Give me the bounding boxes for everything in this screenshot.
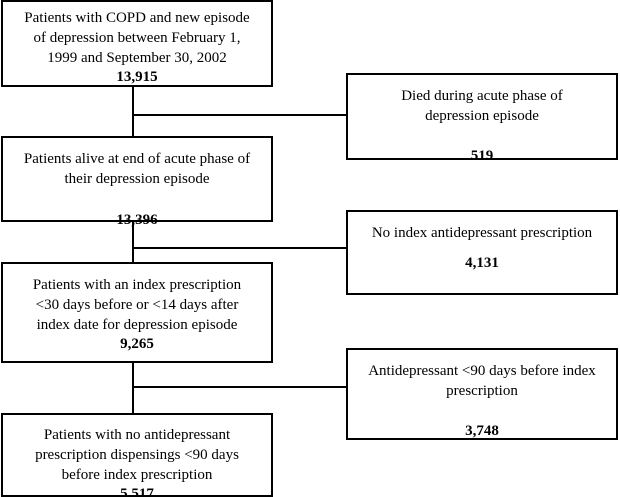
flow-node-antidepressant-before-index: Antidepressant <90 days before index pre… — [346, 348, 618, 440]
flow-node-line: Patients alive at end of acute phase of — [23, 151, 251, 167]
flow-node-line: Died during acute phase of — [401, 88, 563, 104]
flow-node-alive-after-acute: Patients alive at end of acute phase of … — [1, 136, 273, 228]
flow-node-text: Patients alive at end of acute phase of … — [3, 150, 271, 230]
flow-node-line: their depression episode — [64, 170, 210, 187]
flow-node-line: prescription — [446, 382, 518, 399]
flow-node-line: Patients with no antidepressant — [43, 427, 231, 443]
flow-node-line: 1999 and September 30, 2002 — [47, 49, 227, 66]
flow-node-count: 3,748 — [465, 422, 499, 439]
flow-node-count: 519 — [470, 147, 494, 164]
flow-node-text: Patients with COPD and new episode of de… — [3, 9, 271, 88]
flow-node-died-acute-phase: Died during acute phase of depression ep… — [346, 73, 618, 164]
flow-node-text: No index antidepressant prescription 4,1… — [348, 224, 616, 274]
connector-branch-to-antidepressant-before-index — [132, 386, 347, 388]
flow-node-line: Antidepressant <90 days before index — [368, 363, 596, 379]
flow-node-line: Patients with COPD and new episode — [24, 10, 250, 26]
connector-branch-to-died-acute-phase — [132, 114, 347, 116]
flow-node-line: of depression between February 1, — [33, 29, 241, 46]
flow-node-count: 5,517 — [120, 486, 154, 497]
flow-node-count: 13,915 — [116, 69, 158, 86]
flow-node-count: 13,396 — [116, 211, 158, 228]
flow-node-line: <30 days before or <14 days after — [35, 296, 239, 313]
flow-node-count: 4,131 — [465, 254, 499, 271]
flow-node-text: Died during acute phase of depression ep… — [348, 87, 616, 166]
flow-node-text: Antidepressant <90 days before index pre… — [348, 362, 616, 441]
connector-vertical-index-to-final — [132, 361, 134, 415]
flow-node-line: No index antidepressant prescription — [371, 225, 593, 241]
connector-vertical-alive-to-index — [132, 220, 134, 264]
flow-node-no-index-antidepressant: No index antidepressant prescription 4,1… — [346, 210, 618, 295]
flow-node-text: Patients with no antidepressant prescrip… — [3, 426, 271, 497]
flow-node-line: before index prescription — [61, 466, 213, 483]
flow-node-line: index date for depression episode — [36, 316, 238, 333]
flow-node-line: prescription dispensings <90 days — [35, 446, 239, 463]
flow-node-line: Patients with an index prescription — [32, 277, 242, 293]
flow-node-no-prior-antidepressant: Patients with no antidepressant prescrip… — [1, 413, 273, 497]
flow-node-text: Patients with an index prescription <30 … — [3, 276, 271, 355]
flow-node-index-prescription: Patients with an index prescription <30 … — [1, 262, 273, 363]
flow-node-cohort-source: Patients with COPD and new episode of de… — [1, 0, 273, 87]
flow-node-line: depression episode — [425, 107, 539, 124]
connector-branch-to-no-index-antidepressant — [132, 247, 347, 249]
flow-node-count: 9,265 — [120, 336, 154, 353]
connector-vertical-source-to-alive — [132, 85, 134, 138]
